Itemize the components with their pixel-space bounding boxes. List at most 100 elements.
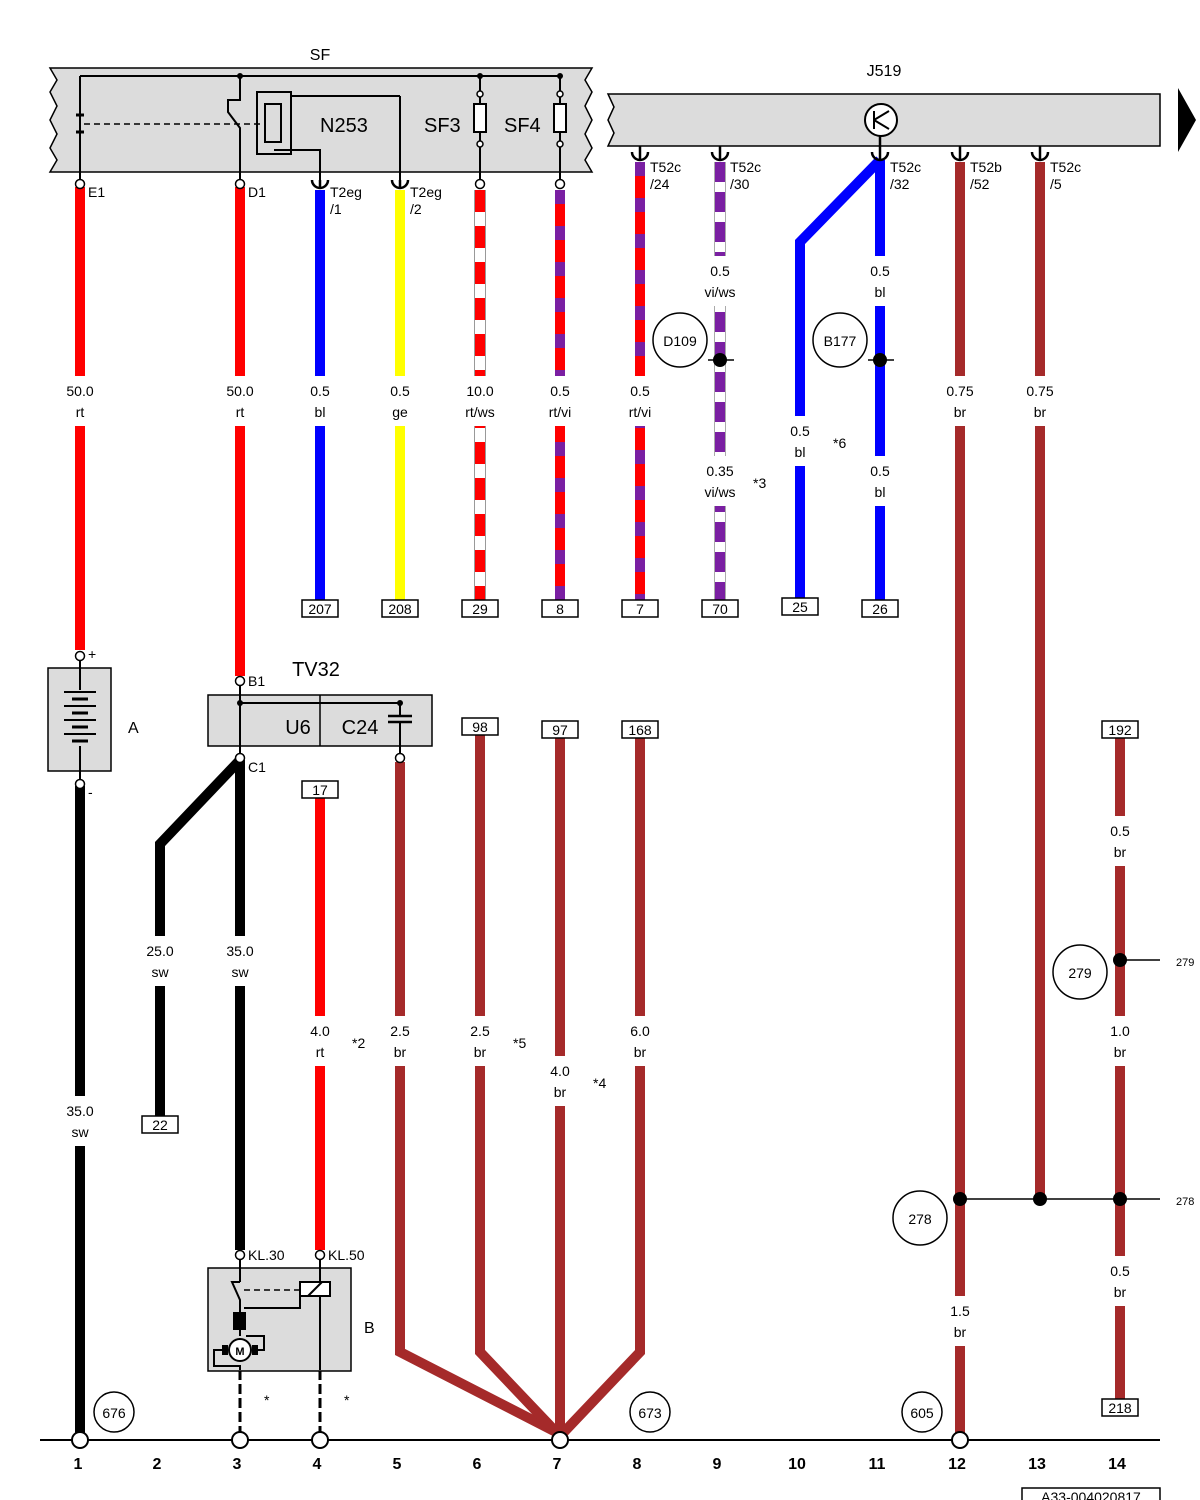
splice-278-circle: [892, 1190, 948, 1246]
ground-676-circle: [93, 1391, 135, 1433]
fuse-carrier-sf: SF N253 SF3 SF4: [48, 47, 594, 180]
battery-plus-label: +: [88, 646, 96, 662]
splice-278-label: 278: [908, 1211, 932, 1227]
wire-label-15: 35.0sw: [218, 936, 262, 986]
pin-label-t52b52-a: T52b: [970, 159, 1002, 175]
pin-label-b1: B1: [248, 673, 265, 689]
tv32-node-b1: [237, 700, 243, 706]
svg-text:192: 192: [1108, 722, 1132, 738]
n253-lead-bottom: [274, 149, 321, 180]
splice-d109-circle: [652, 312, 708, 368]
pin-c1: [234, 752, 246, 764]
splice-279-circle: [1052, 944, 1108, 1000]
wire-label-6: 0.5rt/vi: [538, 376, 582, 426]
svg-text:2.5: 2.5: [470, 1023, 490, 1039]
svg-text:218: 218: [1108, 1400, 1132, 1416]
svg-text:sw: sw: [151, 964, 169, 980]
svg-text:4.0: 4.0: [550, 1063, 570, 1079]
svg-text:0.75: 0.75: [1026, 383, 1053, 399]
pin-d1: [234, 178, 246, 190]
pin-labels: E1 D1 T2eg /1 T2eg /2 T52c /24 T52c /30 …: [88, 159, 1081, 1263]
pin-kl50: [314, 1249, 326, 1261]
pin-label-e1: E1: [88, 184, 105, 200]
motor-icon-letter: M: [235, 1346, 244, 1358]
wire-label-18: 2.5br: [458, 1016, 502, 1066]
column-number: 10: [788, 1456, 806, 1473]
splice-278-dot-13: [1033, 1192, 1047, 1206]
ref-box-17: 17: [301, 780, 339, 799]
wire-label-19: 4.0br: [538, 1056, 582, 1106]
note-3: *3: [753, 475, 766, 491]
ground-node-1: [71, 1431, 89, 1449]
sf-label: SF: [310, 47, 331, 64]
wire-label-24: 0.5br: [1098, 1256, 1142, 1306]
svg-text:0.5: 0.5: [790, 423, 810, 439]
note-6: *6: [833, 435, 846, 451]
svg-text:bl: bl: [875, 484, 886, 500]
pin-e1: [74, 178, 86, 190]
svg-text:bl: bl: [315, 404, 326, 420]
svg-text:br: br: [1034, 404, 1047, 420]
pins: [74, 178, 566, 1261]
sf3-fuse: [473, 103, 487, 133]
sf4-fuse: [553, 103, 567, 133]
pin-label-kl50: KL.50: [328, 1247, 365, 1263]
svg-text:207: 207: [308, 601, 332, 617]
svg-text:0.5: 0.5: [870, 463, 890, 479]
battery-a: A + -: [47, 646, 139, 800]
splice-d109-label: D109: [663, 333, 697, 349]
pin-label-c1: C1: [248, 759, 266, 775]
diagram-code: A33-004020817: [1041, 1489, 1141, 1500]
wire-labels: 50.0rt 50.0rt 0.5bl 0.5ge 10.0rt/ws 0.5r…: [58, 256, 1142, 1346]
splice-279-edge: 279: [1176, 957, 1194, 969]
ref-box-22: 22: [141, 1115, 179, 1134]
wire-label-8a: 0.5vi/ws: [694, 256, 746, 306]
n253-label: N253: [320, 115, 368, 137]
ref-box-208: 208: [381, 599, 419, 618]
svg-text:0.5: 0.5: [390, 383, 410, 399]
pin-kl30: [234, 1249, 246, 1261]
note-star-b: *: [344, 1392, 350, 1408]
pin-battery-plus: [74, 650, 86, 662]
splice-b177-dot: [873, 353, 887, 367]
svg-text:7: 7: [636, 601, 644, 617]
svg-text:sw: sw: [231, 964, 249, 980]
battery-cells-icon: [64, 691, 96, 743]
column-number: 7: [553, 1456, 562, 1473]
ground-bus: 676 673 605: [40, 1391, 1160, 1449]
note-2: *2: [352, 1035, 365, 1051]
ref-box-97: 97: [541, 720, 579, 739]
ground-node-4: [311, 1431, 329, 1449]
wire-label-2: 50.0rt: [218, 376, 262, 426]
ref-box-70: 70: [701, 599, 739, 618]
ref-box-8: 8: [541, 599, 579, 618]
ref-box-26: 26: [861, 599, 899, 618]
svg-text:29: 29: [472, 601, 488, 617]
pin-label-t52b52-b: /52: [970, 176, 990, 192]
column-number: 9: [713, 1456, 722, 1473]
svg-text:br: br: [1114, 1044, 1127, 1060]
battery-minus-label: -: [88, 784, 93, 800]
wire-label-10a: 0.5bl: [858, 256, 902, 306]
sf4-pin-bottom: [556, 140, 564, 148]
svg-text:35.0: 35.0: [66, 1103, 93, 1119]
starter-label: B: [364, 1320, 375, 1337]
sf4-pin-top: [556, 90, 564, 98]
pin-battery-minus: [74, 778, 86, 790]
wire-label-13: 35.0sw: [58, 1096, 102, 1146]
wire-label-23: 1.5br: [938, 1296, 982, 1346]
svg-text:25: 25: [792, 599, 808, 615]
sf-panel: [48, 67, 594, 173]
pin-label-t52c30-a: T52c: [730, 159, 761, 175]
j519-transistor-circle: [864, 103, 898, 137]
splice-279-label: 279: [1068, 965, 1092, 981]
column-numbers: 1 2 3 4 5 6 7 8 9 10 11 12 13 14: [74, 1456, 1126, 1473]
pin-label-t52c24-a: T52c: [650, 159, 681, 175]
svg-text:50.0: 50.0: [226, 383, 253, 399]
wire-label-16: 4.0rt: [298, 1016, 342, 1066]
wire-label-1: 50.0rt: [58, 376, 102, 426]
ref-box-7: 7: [621, 599, 659, 618]
